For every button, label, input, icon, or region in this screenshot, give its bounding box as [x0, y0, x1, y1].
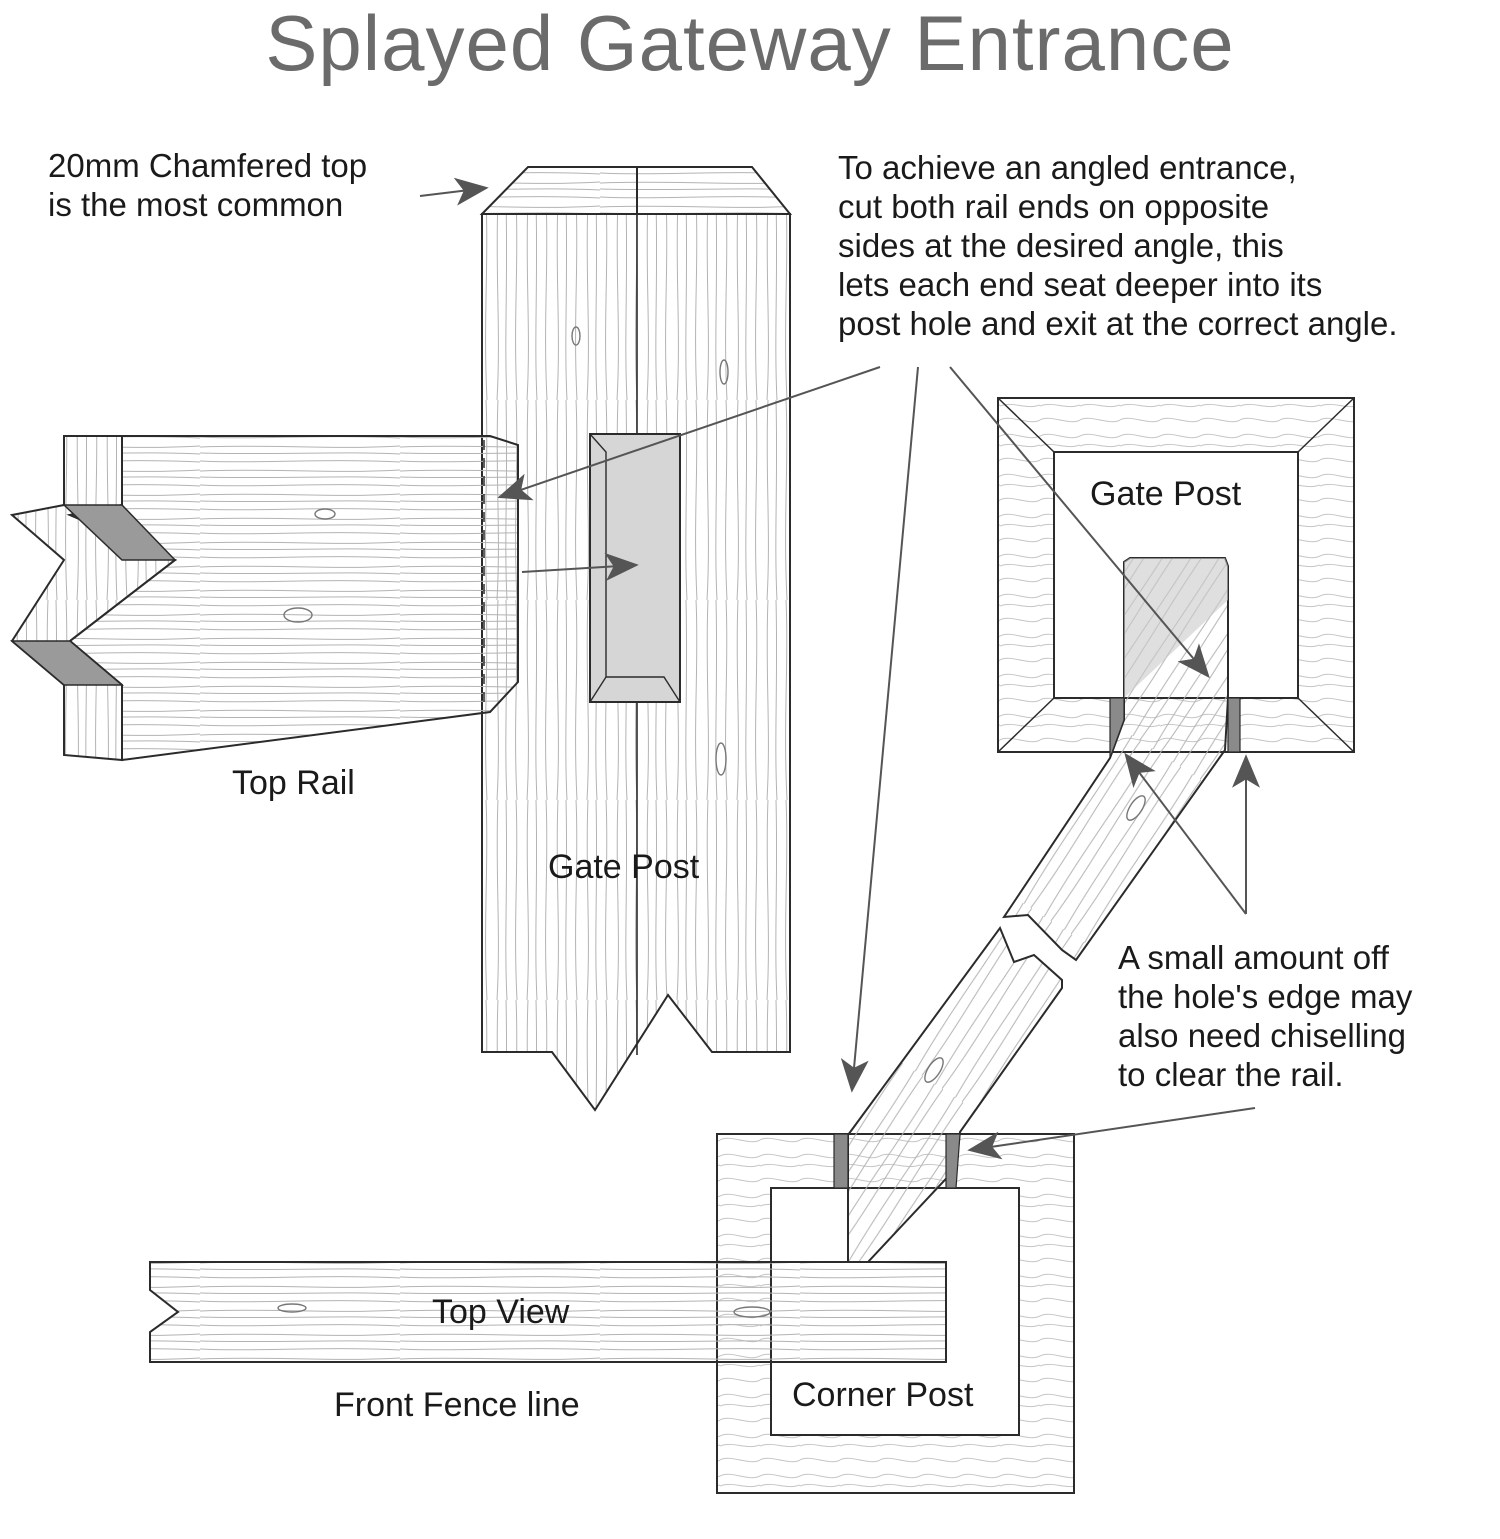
fence-rail-body [149, 1261, 947, 1363]
post-knot [719, 359, 729, 385]
angled-entrance-note: To achieve an angled entrance, cut both … [838, 149, 1398, 342]
chisel-note: A small amount off the hole's edge may a… [1118, 939, 1413, 1093]
top-view-label: Top View [432, 1293, 570, 1331]
top-rail-front [9, 435, 519, 762]
post-knot [715, 742, 727, 776]
page-title: Splayed Gateway Entrance [265, 0, 1235, 87]
gate-post-front-label: Gate Post [548, 848, 700, 886]
front-fence-rail [149, 1261, 947, 1363]
gate-post-mortise [589, 433, 681, 703]
mortise-inner [589, 433, 681, 703]
angled-knot [1126, 795, 1146, 821]
leader-arrows [419, 177, 1260, 1160]
gate-post-chamfer-right [636, 166, 793, 215]
arrow-tenon [521, 552, 639, 581]
top-rail-notch-shade [9, 504, 177, 686]
arrow-chamfer [419, 177, 489, 206]
top-rail-body [66, 435, 519, 762]
angled-rail [847, 557, 1229, 1263]
angled-rail-upper-shade [1124, 558, 1228, 698]
gate-post-chamfer-left [479, 166, 638, 215]
top-rail-label: Top Rail [232, 764, 355, 802]
angled-rail-lower [847, 925, 1063, 1263]
arrow-corner-cut [840, 366, 919, 1093]
corner-post-label: Corner Post [792, 1376, 974, 1414]
post-knot [571, 326, 581, 346]
arrow-gate-cut [949, 366, 1210, 679]
arrow-chisel-3 [967, 1107, 1256, 1160]
rail-knot [314, 508, 336, 520]
angled-knot [924, 1057, 944, 1083]
fence-knot [733, 1306, 771, 1318]
fence-knot [277, 1303, 307, 1313]
chamfer-note: 20mm Chamfered top is the most common [48, 147, 368, 223]
front-fence-line-label: Front Fence line [334, 1386, 580, 1424]
arrow-rail-cut [497, 366, 881, 501]
rail-knot [283, 607, 313, 623]
chisel-marks [833, 697, 1241, 1189]
gate-post-front [479, 166, 793, 1112]
arrow-chisel-1 [1124, 752, 1247, 915]
gate-post-top-label: Gate Post [1090, 475, 1242, 513]
